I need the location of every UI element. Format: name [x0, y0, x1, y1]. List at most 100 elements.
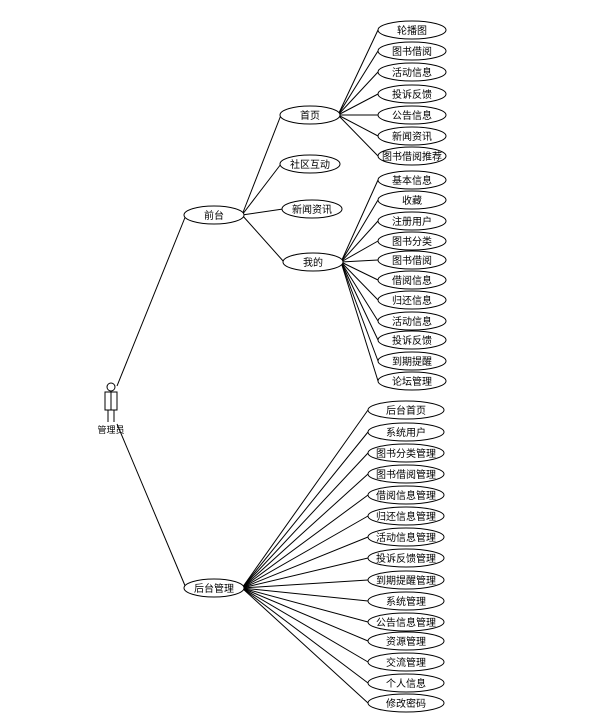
- use-case-ellipse: [367, 570, 445, 590]
- connector-line: [340, 220, 379, 263]
- use-case-mine-item: 借阅信息: [377, 270, 447, 290]
- use-case-label: 社区互动: [290, 158, 330, 171]
- use-case-label: 轮播图: [397, 24, 427, 37]
- use-case-ellipse: [377, 311, 447, 331]
- use-case-ellipse: [281, 199, 343, 219]
- use-case-ellipse: [377, 84, 447, 104]
- use-case-ellipse: [377, 126, 447, 146]
- connector-line: [337, 114, 379, 157]
- connector-line: [340, 261, 379, 362]
- use-case-ellipse: [279, 105, 341, 125]
- connector-line: [340, 259, 379, 263]
- use-case-ellipse: [279, 154, 341, 174]
- use-case-backend-item: 归还信息管理: [367, 506, 445, 526]
- use-case-mine-item: 收藏: [377, 190, 447, 210]
- use-case-ellipse: [377, 351, 447, 371]
- connector-line: [241, 431, 369, 589]
- use-case-label: 投诉反馈管理: [376, 552, 436, 565]
- use-case-label: 公告信息: [392, 109, 432, 122]
- use-case-ellipse: [367, 548, 445, 568]
- use-case-ellipse: [377, 20, 447, 40]
- use-case-label: 归还信息管理: [376, 510, 436, 523]
- connector-line: [340, 261, 379, 322]
- use-case-ellipse: [377, 170, 447, 190]
- use-case-label: 到期提醒管理: [376, 574, 436, 587]
- use-case-backend-item: 修改密码: [367, 693, 445, 713]
- use-case-label: 新闻资讯: [392, 130, 432, 143]
- use-case-home-item: 新闻资讯: [377, 126, 447, 146]
- use-case-ellipse: [377, 211, 447, 231]
- use-case-backend-item: 借阅信息管理: [367, 485, 445, 505]
- person-icon: [104, 382, 118, 422]
- use-case-ellipse: [367, 527, 445, 547]
- connector-line: [241, 587, 369, 663]
- use-case-label: 资源管理: [386, 635, 426, 648]
- connector-line: [340, 261, 379, 382]
- connector-line: [241, 208, 284, 216]
- use-case-mine-item: 到期提醒: [377, 351, 447, 371]
- use-case-ellipse: [367, 485, 445, 505]
- use-case-label: 到期提醒: [392, 356, 432, 368]
- connector-line: [241, 587, 369, 602]
- use-case-ellipse: [367, 443, 445, 463]
- use-case-ellipse: [367, 400, 445, 420]
- use-case-backend-item: 到期提醒管理: [367, 570, 445, 590]
- use-case-backend-item: 图书分类管理: [367, 443, 445, 463]
- use-case-ellipse: [367, 591, 445, 611]
- use-case-backend-item: 资源管理: [367, 631, 445, 651]
- connector-line: [241, 557, 369, 589]
- use-case-mine-item: 论坛管理: [377, 371, 447, 391]
- connector-line: [337, 50, 379, 116]
- use-case-backend-item: 公告信息管理: [367, 612, 445, 632]
- use-case-ellipse: [367, 693, 445, 713]
- use-case-mine-item: 基本信息: [377, 170, 447, 190]
- use-case-frontend: 前台: [183, 205, 245, 225]
- connector-line: [241, 587, 369, 704]
- connector-line: [116, 214, 187, 387]
- use-case-ellipse: [282, 252, 344, 272]
- use-case-label: 图书借阅: [392, 254, 432, 267]
- use-case-backend-item: 交流管理: [367, 652, 445, 672]
- edges-layer: [116, 29, 379, 704]
- use-case-ellipse: [377, 62, 447, 82]
- use-case-community: 社区互动: [279, 154, 341, 174]
- use-case-home: 首页: [279, 105, 341, 125]
- use-case-ellipse: [377, 270, 447, 290]
- use-case-label: 活动信息: [392, 315, 432, 328]
- use-case-label: 注册用户: [392, 215, 432, 228]
- use-case-ellipse: [377, 371, 447, 391]
- use-case-mine-item: 活动信息: [377, 311, 447, 331]
- use-case-ellipse: [367, 652, 445, 672]
- use-case-label: 交流管理: [386, 656, 426, 669]
- connector-line: [337, 114, 379, 137]
- connector-line: [241, 587, 369, 623]
- use-case-news: 新闻资讯: [281, 199, 343, 219]
- use-case-backend: 后台管理: [183, 578, 245, 598]
- connector-line: [241, 587, 369, 684]
- connector-line: [241, 515, 369, 589]
- connector-line: [116, 423, 187, 589]
- use-case-mine-item: 投诉反馈: [377, 330, 447, 350]
- connector-line: [241, 587, 369, 642]
- use-case-label: 新闻资讯: [292, 203, 332, 216]
- use-case-label: 图书分类管理: [376, 447, 436, 460]
- use-case-label: 图书借阅: [392, 45, 432, 58]
- connector-line: [340, 261, 379, 281]
- use-case-label: 投诉反馈: [392, 334, 432, 347]
- connector-line: [241, 214, 285, 263]
- connector-line: [241, 579, 369, 589]
- use-case-ellipse: [367, 464, 445, 484]
- use-case-ellipse: [183, 578, 245, 598]
- use-case-home-item: 图书借阅: [377, 41, 447, 61]
- use-case-label: 后台管理: [194, 582, 234, 595]
- use-case-label: 后台首页: [386, 404, 426, 417]
- use-case-backend-item: 图书借阅管理: [367, 464, 445, 484]
- connector-line: [337, 71, 379, 116]
- use-case-label: 活动信息管理: [376, 531, 436, 544]
- use-case-ellipse: [367, 673, 445, 693]
- use-case-home-item: 活动信息: [377, 62, 447, 82]
- actor-label: 管理员: [97, 424, 124, 436]
- use-case-ellipse: [377, 250, 447, 270]
- connector-line: [241, 452, 369, 589]
